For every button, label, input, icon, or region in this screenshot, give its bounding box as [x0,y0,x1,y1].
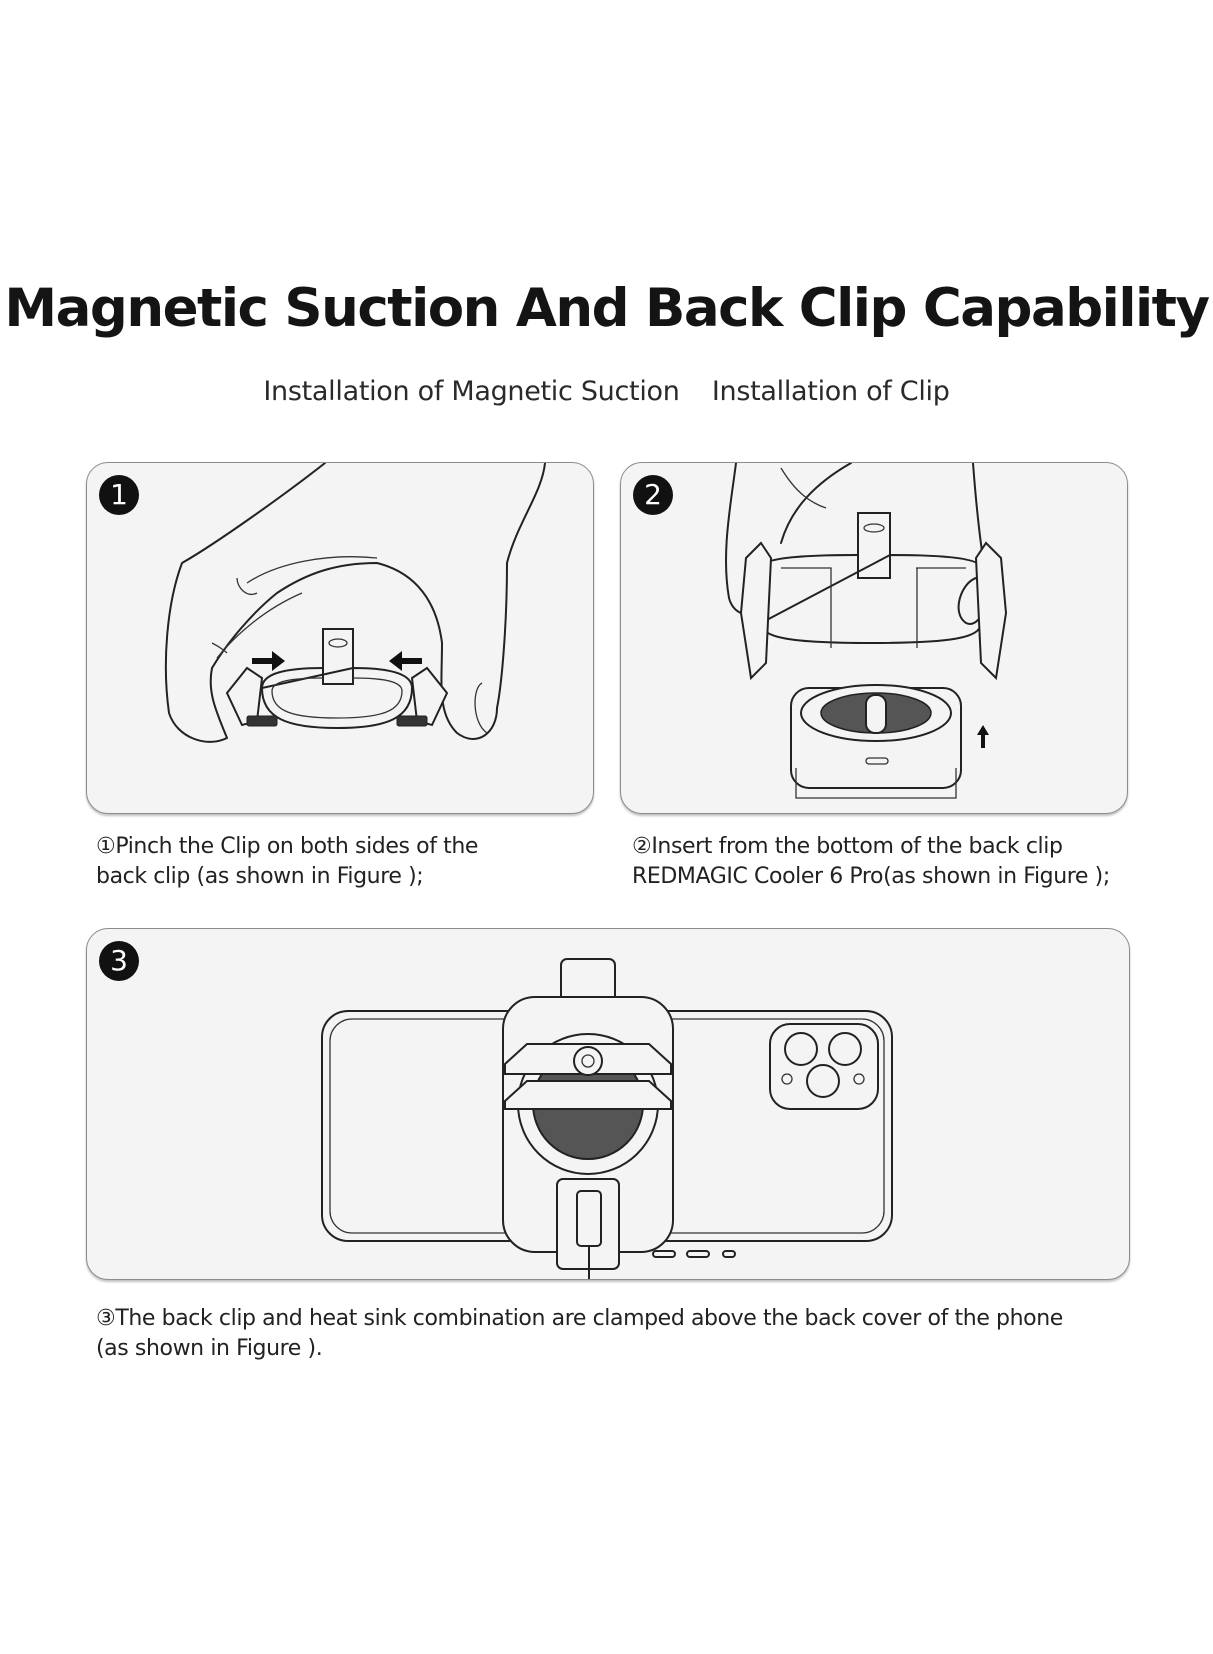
subtitle: Installation of Magnetic Suction Install… [0,376,1213,407]
subtitle-clip: Installation of Clip [711,376,950,407]
step-1-caption: ①Pinch the Clip on both sides of the bac… [96,832,596,892]
step-3-panel: 3 [86,928,1130,1280]
step-2-caption-line2: REDMAGIC Cooler 6 Pro(as shown in Figure… [632,864,1110,889]
step-3-caption-line2: (as shown in Figure ). [96,1336,323,1361]
step-3-caption: ③The back clip and heat sink combination… [96,1304,1156,1364]
insert-cooler-illustration [725,463,1008,799]
step-badge-2: 2 [633,475,673,515]
step-1-caption-line2: back clip (as shown in Figure ); [96,864,424,889]
subtitle-magnetic-suction: Installation of Magnetic Suction [263,376,680,407]
step-1-panel: 1 [86,462,594,814]
step-3-caption-line1: ③The back clip and heat sink combination… [96,1306,1063,1331]
step-2-caption-line1: ②Insert from the bottom of the back clip [632,834,1063,859]
arrow-left-icon [389,651,422,671]
page-title: Magnetic Suction And Back Clip Capabilit… [4,278,1210,339]
arrow-right-icon [252,651,285,671]
step-2-caption: ②Insert from the bottom of the back clip… [632,832,1192,892]
hand-pinching-clip-illustration [164,463,546,743]
step-badge-1: 1 [99,475,139,515]
cooler-on-phone-illustration [321,958,893,1279]
step-2-panel: 2 [620,462,1128,814]
step-badge-3: 3 [99,941,139,981]
arrow-up-icon [977,725,989,748]
step-1-caption-line1: ①Pinch the Clip on both sides of the [96,834,479,859]
